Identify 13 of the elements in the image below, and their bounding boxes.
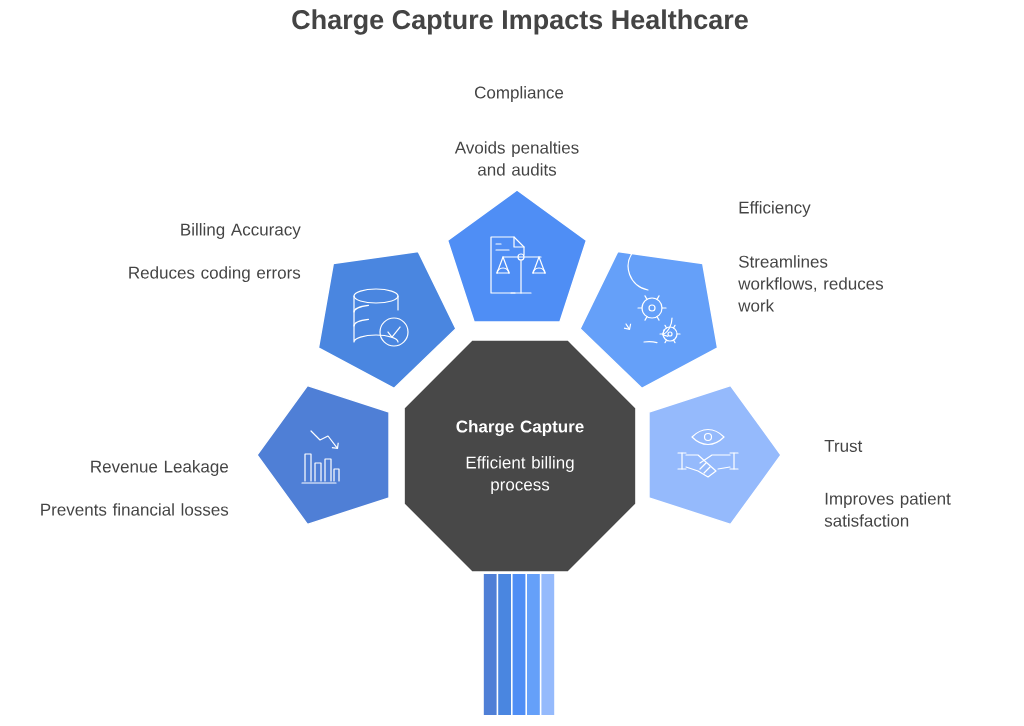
title: Charge Capture Impacts Healthcare bbox=[292, 9, 748, 35]
description: Reduces coding errors bbox=[129, 266, 301, 283]
description: Streamlines workflows, reduces work bbox=[738, 255, 884, 312]
description: Improves patient satisfaction bbox=[824, 492, 951, 527]
heading: Revenue Leakage bbox=[91, 460, 228, 476]
heading: Compliance bbox=[475, 86, 564, 102]
heading: Trust bbox=[824, 440, 863, 452]
heading: Charge Capture bbox=[456, 420, 584, 436]
description: Efficient billing process bbox=[466, 456, 574, 494]
heading: Efficiency bbox=[739, 201, 811, 217]
heading: Billing Accuracy bbox=[181, 223, 301, 239]
description: Avoids penalties and audits bbox=[454, 141, 579, 176]
description: Prevents financial losses bbox=[41, 503, 229, 516]
